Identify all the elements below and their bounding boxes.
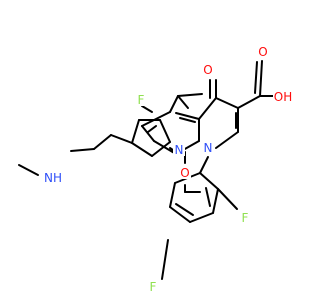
o-ketone-label: O bbox=[203, 63, 212, 77]
bond-17 bbox=[259, 60, 263, 97]
oh-acid-label-bg bbox=[273, 89, 293, 103]
bond-38 bbox=[131, 142, 153, 157]
o-ketone-label-bg bbox=[202, 62, 214, 76]
bond-34 bbox=[161, 239, 169, 280]
f-ortho-label: F bbox=[242, 211, 249, 225]
o-methoxy-label-bg bbox=[179, 165, 191, 179]
bond-31 bbox=[205, 187, 211, 207]
bond-20 bbox=[141, 105, 153, 113]
bond-8 bbox=[179, 117, 196, 123]
f-6-label-bg bbox=[135, 92, 147, 106]
n-pyrrolidine-label: N bbox=[175, 143, 184, 157]
bond-16 bbox=[237, 95, 261, 109]
bond-24 bbox=[199, 156, 209, 174]
bond-44 bbox=[147, 125, 157, 133]
nh-amine-label: NH bbox=[44, 171, 62, 185]
bond-10 bbox=[215, 97, 239, 109]
o-acid-label-bg bbox=[257, 44, 269, 58]
bond-layer bbox=[18, 60, 276, 280]
bond-37 bbox=[131, 119, 140, 144]
bond-25 bbox=[199, 172, 219, 190]
bond-33 bbox=[217, 188, 238, 210]
n-quinoline-label-bg bbox=[202, 140, 214, 154]
bond-32 bbox=[175, 203, 194, 216]
bond-2 bbox=[177, 93, 203, 97]
bond-41 bbox=[93, 134, 112, 150]
bond-9 bbox=[198, 97, 217, 120]
bond-26 bbox=[212, 188, 219, 214]
bond-35 bbox=[159, 119, 171, 143]
bond-28 bbox=[169, 206, 191, 223]
f-6-label: F bbox=[138, 93, 145, 107]
bond-46 bbox=[177, 95, 189, 109]
bond-42 bbox=[70, 148, 95, 152]
bond-18 bbox=[254, 61, 258, 94]
bond-12 bbox=[215, 131, 239, 149]
bond-7 bbox=[141, 125, 155, 142]
oh-acid-label: OH bbox=[274, 90, 292, 104]
bond-39 bbox=[151, 141, 171, 157]
bond-29 bbox=[169, 182, 176, 208]
nh-amine-label-bg bbox=[43, 170, 63, 184]
o-acid-label: O bbox=[258, 45, 267, 59]
f-ortho-label-bg bbox=[239, 210, 251, 224]
f-para-label: F bbox=[150, 280, 157, 294]
bond-27 bbox=[189, 212, 214, 223]
n-pyrrolidine-label-bg bbox=[173, 142, 185, 156]
bond-1 bbox=[169, 95, 179, 113]
n-quinoline-label: N bbox=[204, 141, 213, 155]
bond-40 bbox=[110, 134, 133, 144]
bond-6 bbox=[153, 140, 177, 155]
f-para-label-bg bbox=[147, 279, 159, 293]
bond-43 bbox=[18, 164, 39, 176]
bond-3 bbox=[175, 112, 200, 120]
o-methoxy-label: O bbox=[180, 166, 189, 180]
